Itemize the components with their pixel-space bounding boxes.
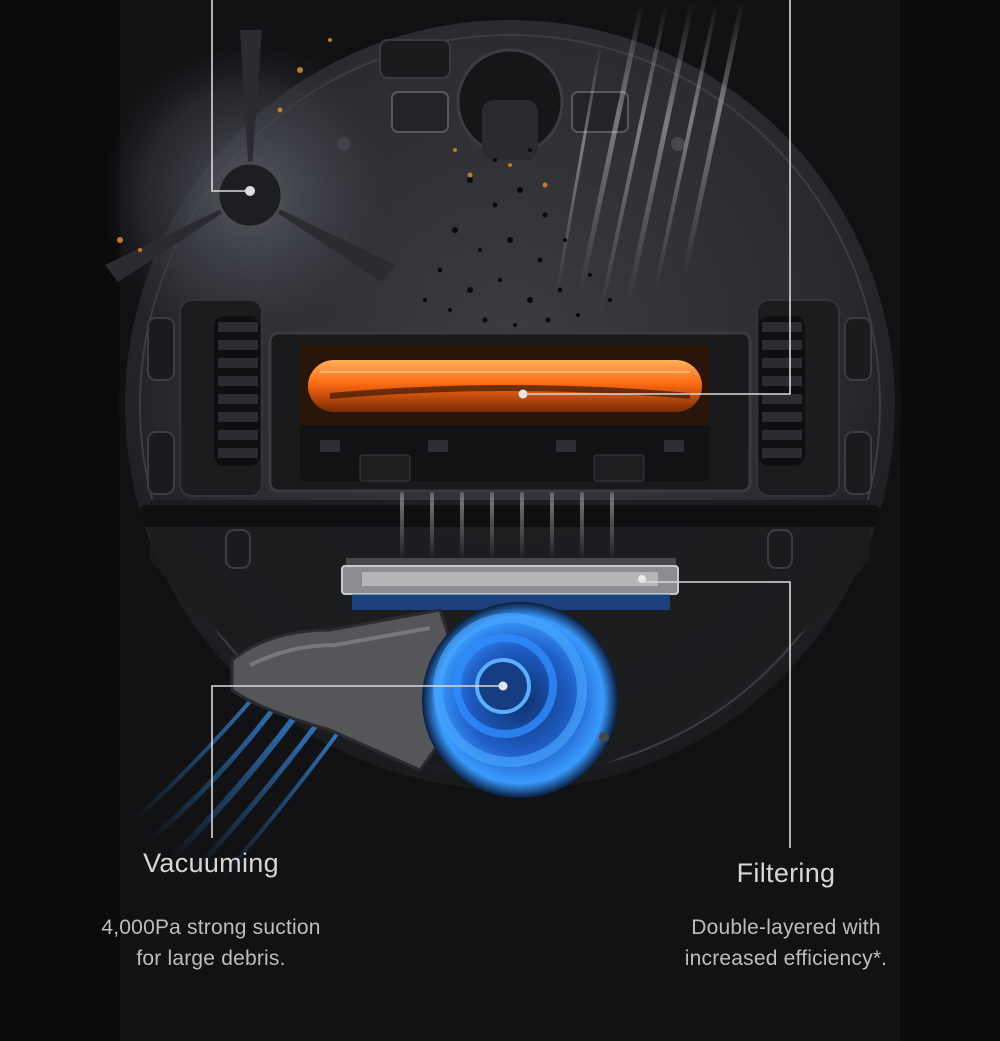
callout-lines <box>211 0 791 848</box>
left-wheel <box>179 299 263 497</box>
exhaust-airflow <box>133 688 342 882</box>
suction-fan-icon <box>422 602 618 798</box>
callout-filtering-brush <box>523 0 791 395</box>
vacuuming-description: 4,000Pa strong suction for large debris. <box>56 912 366 974</box>
side-brush-icon <box>100 30 400 345</box>
debris-particles <box>423 148 612 327</box>
main-brush <box>268 331 752 493</box>
vacuuming-description-line-2: for large debris. <box>136 947 286 970</box>
filter <box>341 558 679 610</box>
vacuuming-description-line-1: 4,000Pa strong suction <box>101 916 321 939</box>
callout-filtering-filter <box>642 581 791 848</box>
callout-vacuuming-fan <box>211 685 503 838</box>
airflow-streaks <box>400 0 745 560</box>
top-sensor-cluster <box>337 39 685 160</box>
vacuuming-title: Vacuuming <box>143 848 279 878</box>
filtering-description: Double-layered with increased efficiency… <box>636 912 936 974</box>
filtering-description-line-2: increased efficiency*. <box>684 947 888 970</box>
filtering-description-line-1: Double-layered with <box>691 916 881 939</box>
filtering-title: Filtering <box>736 858 836 888</box>
cliff-sensors <box>147 317 872 569</box>
right-wheel <box>756 299 840 497</box>
callout-vacuuming-side-brush <box>211 0 250 192</box>
